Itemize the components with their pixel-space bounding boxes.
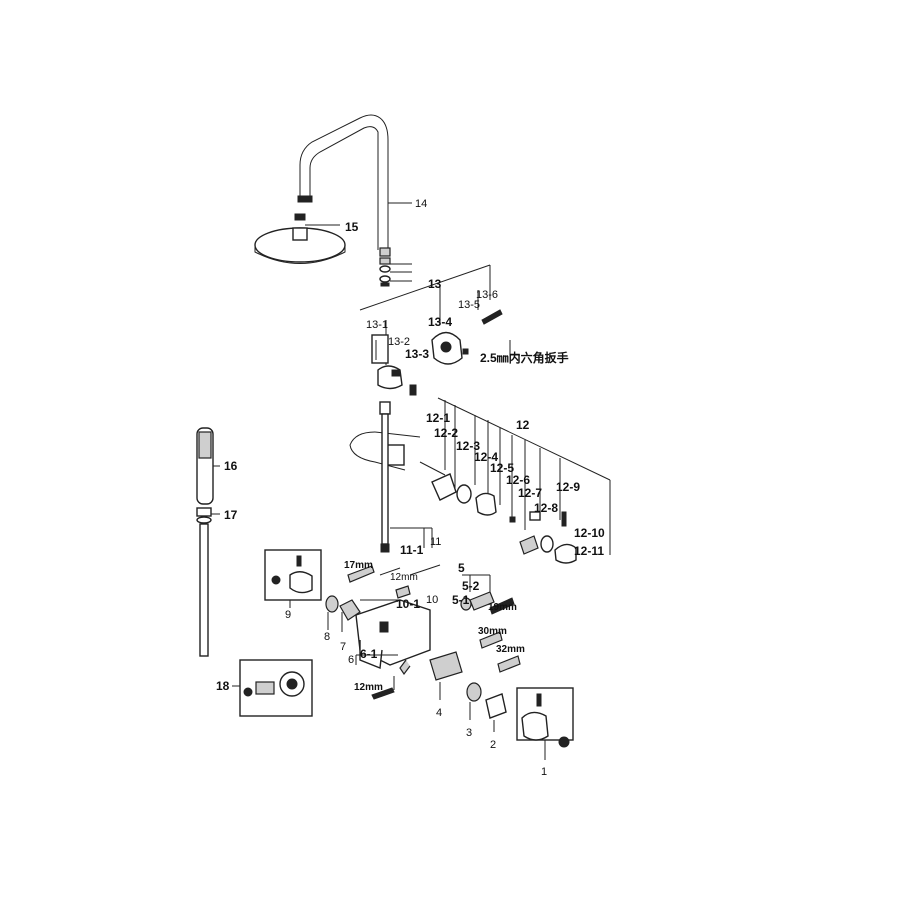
cartridge-part-5 xyxy=(460,574,521,673)
label-10-1: 10-1 xyxy=(396,597,420,611)
shower-hose-part-17 xyxy=(196,507,220,657)
nut-part-3 xyxy=(466,682,482,720)
label-12-2: 12-2 xyxy=(434,426,458,440)
label-7: 7 xyxy=(340,641,346,653)
label-13-4: 13-4 xyxy=(428,315,452,329)
label-6: 6 xyxy=(348,654,354,666)
dim-17mm: 17mm xyxy=(344,560,373,571)
label-15: 15 xyxy=(345,220,359,234)
wall-outlet-part-18 xyxy=(232,659,313,717)
label-11-1: 11-1 xyxy=(400,543,424,557)
label-12-3: 12-3 xyxy=(456,439,480,453)
dim-12mm-upper: 12mm xyxy=(390,572,418,583)
label-13: 13 xyxy=(428,277,442,291)
label-13-3: 13-3 xyxy=(405,347,429,361)
dim-12mm-lower: 12mm xyxy=(354,682,383,693)
tool-part-10 xyxy=(360,564,441,601)
pipe-seal-rings xyxy=(379,247,391,287)
label-14: 14 xyxy=(415,198,427,210)
label-12-5: 12-5 xyxy=(490,461,514,475)
valve-cartridge-part-4 xyxy=(429,651,463,700)
handle-knob-part-1 xyxy=(516,687,574,760)
sleeve-part-2 xyxy=(485,693,507,732)
label-5-1: 5-1 xyxy=(452,593,470,607)
label-10: 10 xyxy=(426,594,438,606)
hand-shower-part-16 xyxy=(196,427,220,505)
label-12-6: 12-6 xyxy=(506,473,530,487)
label-12-1: 12-1 xyxy=(426,411,450,425)
label-12-10: 12-10 xyxy=(574,526,605,540)
label-13-6: 13-6 xyxy=(476,289,498,301)
dim-32mm: 32mm xyxy=(496,644,525,655)
shower-arm-part-14 xyxy=(297,114,412,287)
label-12-7: 12-7 xyxy=(518,486,542,500)
riser-rail-part-11 xyxy=(379,401,433,553)
label-8: 8 xyxy=(324,631,330,643)
label-12-4: 12-4 xyxy=(474,450,498,464)
dim-19mm: 19mm xyxy=(488,602,517,613)
label-11: 11 xyxy=(430,536,441,548)
label-18: 18 xyxy=(216,679,230,693)
label-13-1: 13-1 xyxy=(366,319,388,331)
label-2: 2 xyxy=(490,739,496,751)
label-13-2: 13-2 xyxy=(388,336,410,348)
part-labels: 14 15 13 13-6 13-5 13-1 13-4 13-2 13-3 2… xyxy=(216,198,605,778)
label-12-8: 12-8 xyxy=(534,501,558,515)
label-1: 1 xyxy=(541,766,547,778)
thermostat-body-part-7 xyxy=(325,565,431,676)
label-12-11: 12-11 xyxy=(574,544,604,558)
dim-30mm: 30mm xyxy=(478,626,507,637)
label-6-1: 6-1 xyxy=(360,647,378,661)
label-9: 9 xyxy=(285,609,291,621)
label-5-2: 5-2 xyxy=(462,579,480,593)
shower-head-part-15 xyxy=(254,213,346,264)
label-13-5: 13-5 xyxy=(458,299,480,311)
label-17: 17 xyxy=(224,508,238,522)
dimension-annotations: 17mm 12mm 19mm 30mm 32mm 12mm xyxy=(344,560,525,693)
label-16: 16 xyxy=(224,459,238,473)
label-hex-key: 2.5㎜内六角扳手 xyxy=(480,350,569,365)
label-3: 3 xyxy=(466,727,472,739)
upper-bracket-part-13 xyxy=(359,264,520,396)
label-12-9: 12-9 xyxy=(556,480,580,494)
label-12: 12 xyxy=(516,418,530,432)
label-4: 4 xyxy=(436,707,442,719)
label-5: 5 xyxy=(458,561,465,575)
hex-key-part-6 xyxy=(355,654,398,700)
handle-part-9 xyxy=(264,549,322,608)
